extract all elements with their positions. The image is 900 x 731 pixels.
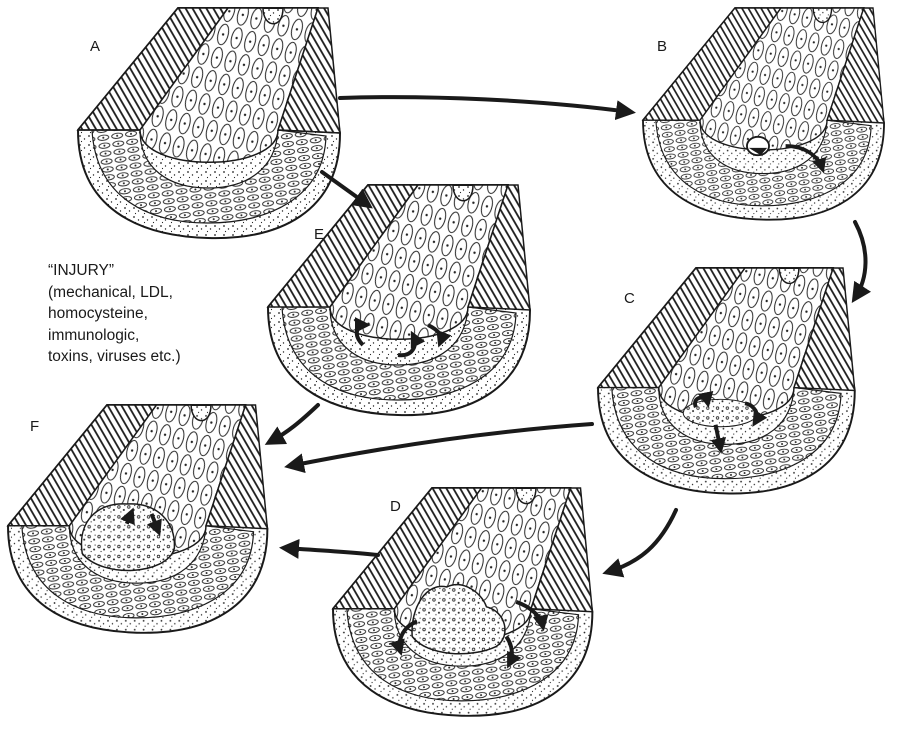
injury-note-line: toxins, viruses etc.) <box>48 346 288 368</box>
vessel-section-e <box>268 185 530 415</box>
arrow-e-to-f <box>270 405 318 442</box>
advanced-lesion <box>81 504 174 571</box>
arrow-d-to-f <box>285 548 378 555</box>
vessel-section-c <box>598 268 855 494</box>
arrow-a-to-b <box>340 97 630 112</box>
vessel-section-f <box>8 405 267 633</box>
panel-label-e: E <box>314 226 324 243</box>
vessel-section-a <box>78 8 340 238</box>
vessel-section-b <box>643 8 884 220</box>
injury-note-line: (mechanical, LDL, <box>48 282 288 304</box>
panel-label-a: A <box>90 38 100 55</box>
vessel-section-d <box>333 488 592 716</box>
injury-causes-note: “INJURY” (mechanical, LDL, homocysteine,… <box>48 260 288 368</box>
panel-label-d: D <box>390 498 401 515</box>
injury-note-line: immunologic, <box>48 325 288 347</box>
injury-note-line: “INJURY” <box>48 260 288 282</box>
arrow-c-to-f <box>290 424 592 466</box>
panel-label-b: B <box>657 38 667 55</box>
panel-label-c: C <box>624 290 635 307</box>
arrow-a-to-e <box>322 172 368 205</box>
injury-note-line: homocysteine, <box>48 303 288 325</box>
arrow-c-to-d <box>608 510 676 572</box>
panel-label-f: F <box>30 418 39 435</box>
arrow-b-to-c <box>855 222 866 298</box>
